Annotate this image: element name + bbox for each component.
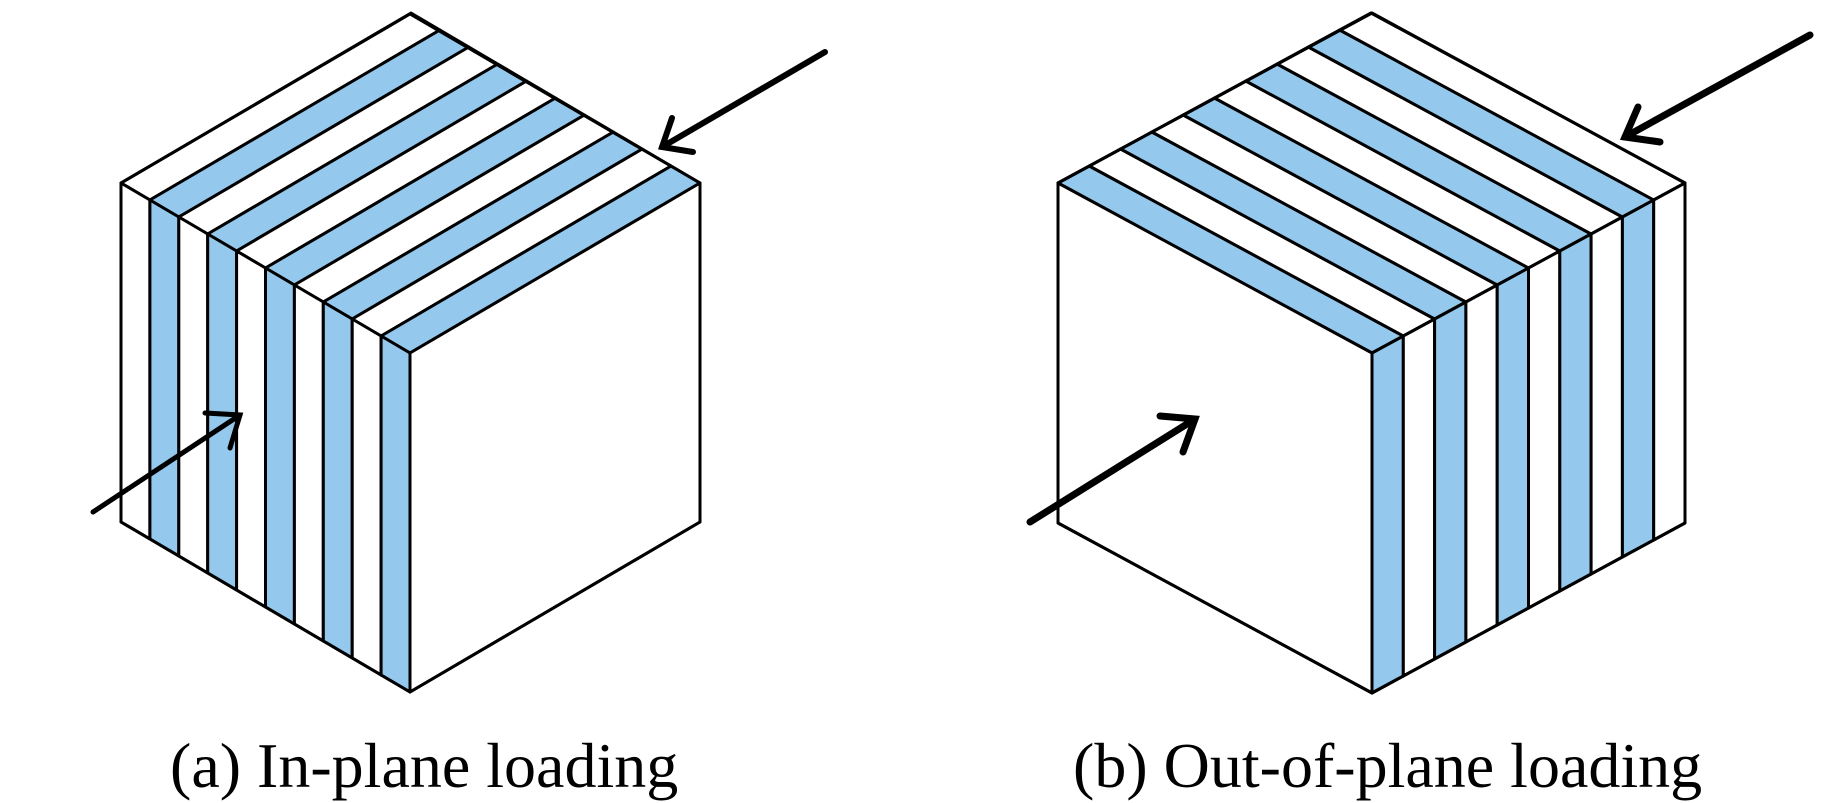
arrow-head: [1619, 103, 1664, 146]
ply-side-strip: [1652, 181, 1687, 542]
ply-side-strip: [264, 266, 296, 626]
arrow-shaft: [659, 49, 828, 150]
ply-side-strip: [235, 249, 267, 609]
ply-side-strip: [1370, 334, 1405, 695]
ply-side-strip: [148, 198, 181, 558]
load-arrows: [90, 31, 1814, 526]
arrow-shaft: [90, 412, 243, 515]
caption-in-plane-loading: (a) In-plane loading: [170, 730, 679, 801]
cube-in-plane: [119, 11, 702, 694]
ply-side-strip: [1527, 249, 1562, 610]
caption-out-of-plane-loading: (b) Out-of-plane loading: [1073, 730, 1703, 801]
ply-side-strip: [350, 317, 383, 677]
arrow-shaft: [1026, 415, 1199, 526]
cube-outline: [1056, 11, 1687, 695]
cube-out-of-plane: [1056, 11, 1687, 695]
ply-side-strip: [292, 283, 325, 643]
ply-side-strip: [1464, 283, 1499, 644]
cube-outline: [119, 12, 702, 694]
ply-side-strip: [1401, 317, 1437, 678]
arrow-icon: [1619, 31, 1814, 146]
arrow-shaft: [1621, 31, 1814, 141]
ply-side-strip: [1558, 232, 1593, 593]
arrow-icon: [1026, 412, 1200, 526]
ply-side-strip: [1589, 215, 1624, 576]
arrow-icon: [658, 49, 828, 155]
arrow-head: [202, 410, 244, 451]
ply-side-strip: [1495, 266, 1530, 627]
ply-side-strip: [321, 300, 354, 660]
arrow-head: [1156, 412, 1200, 456]
ply-side-strip: [1433, 300, 1468, 661]
ply-side-strip: [177, 215, 210, 575]
arrow-icon: [90, 410, 244, 515]
arrow-head: [658, 115, 696, 155]
ply-side-strip: [379, 334, 412, 694]
ply-side-strip: [1620, 198, 1656, 559]
